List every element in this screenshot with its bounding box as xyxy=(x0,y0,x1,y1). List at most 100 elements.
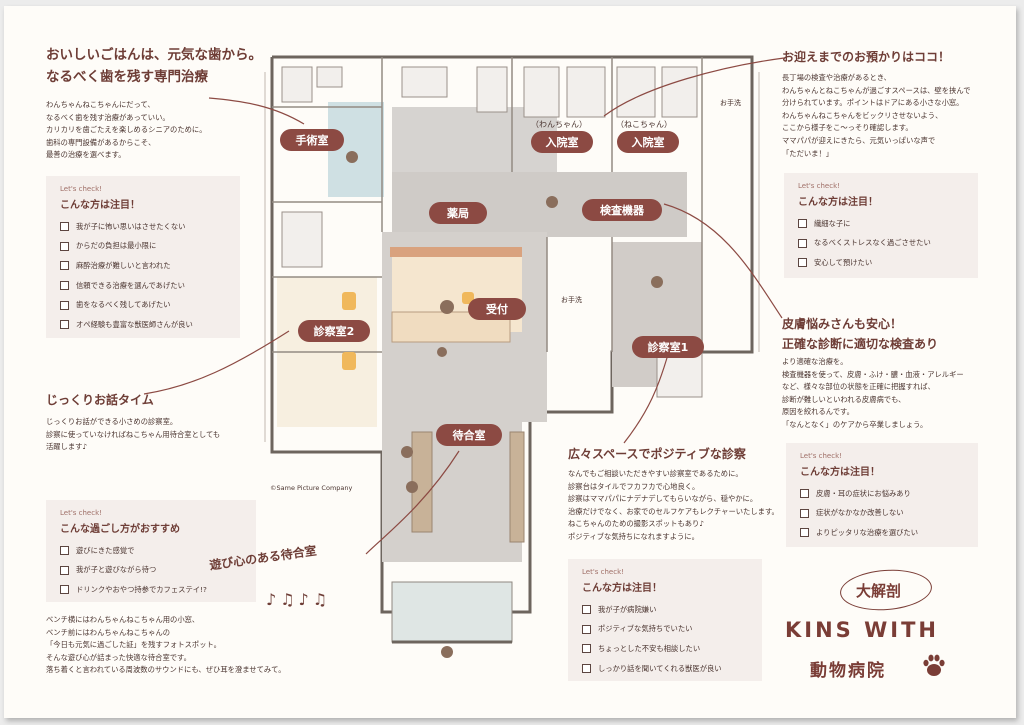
check-item[interactable]: 麻酔治療が難しいと言われた xyxy=(60,256,240,276)
check-caption: Let's check! xyxy=(798,182,840,190)
checkbox-icon[interactable] xyxy=(60,241,69,251)
check-title: こんな方は注目！ xyxy=(798,197,878,208)
check-text: 歯をなるべく残してあげたい xyxy=(76,300,171,310)
check-text: ポジティブな気持ちでいたい xyxy=(598,624,693,634)
consult-body-line: ねこちゃんのための撮影スポットもあり♪ xyxy=(568,519,704,529)
checkbox-icon[interactable] xyxy=(582,624,591,634)
checkbox-icon[interactable] xyxy=(60,300,69,310)
logo-tagline: 大解剖 xyxy=(856,582,902,600)
room-label-restroom-2: お手洗 xyxy=(561,296,582,304)
checkbox-icon[interactable] xyxy=(60,585,69,595)
checkbox-icon[interactable] xyxy=(798,238,807,248)
checkbox-icon[interactable] xyxy=(800,528,809,538)
check-text: ちょっとした不安も相談したい xyxy=(598,643,701,653)
check-text: 安心して預けたい xyxy=(814,257,873,267)
check-box-surgery: Let's check! こんな方は注目！ 我が子に怖い思いはさせたくない から… xyxy=(46,176,240,338)
check-item[interactable]: 繊細な子に xyxy=(798,214,978,234)
check-item[interactable]: 信頼できる治療を選んであげたい xyxy=(60,276,240,296)
surgery-body: わんちゃんねこちゃんにだって、 なるべく歯を残す治療があっていい。 カリカリを歯… xyxy=(46,99,256,162)
check-item[interactable]: 症状がなかなか改善しない xyxy=(800,504,978,524)
checkbox-icon[interactable] xyxy=(800,489,809,499)
arrow-consult1 xyxy=(623,350,670,444)
checkbox-icon[interactable] xyxy=(60,222,69,232)
checkbox-icon[interactable] xyxy=(582,644,591,654)
check-box-waiting: Let's check! こんな過ごし方がおすすめ 遊びにきた感覚で 我が子と遊… xyxy=(46,500,256,602)
skin-headline-2: 正確な診断に適切な検査あり xyxy=(782,337,939,351)
check-item[interactable]: ちょっとした不安も相談したい xyxy=(582,639,762,659)
room-label-ward-cat: 入院室 xyxy=(617,131,679,153)
checkbox-icon[interactable] xyxy=(60,546,69,556)
ward-headline: お迎えまでのお預かりはココ！ xyxy=(782,50,951,64)
check-item[interactable]: 我が子と遊びながら待つ xyxy=(60,561,256,581)
ward-body-line: 長丁場の検査や治療があるとき、 xyxy=(782,73,891,82)
checkbox-icon[interactable] xyxy=(60,261,69,271)
brochure-sheet: 手術室 （わんちゃん） 入院室 （ねこちゃん） 入院室 お手洗 薬局 検査機器 … xyxy=(4,6,1016,718)
skin-body-line: 原因を絞れるんです。 xyxy=(782,407,854,417)
surgery-headline-1: おいしいごはんは、元気な歯から。 xyxy=(46,47,262,63)
checkbox-icon[interactable] xyxy=(582,664,591,674)
check-text: しっかり話を聞いてくれる獣医が良い xyxy=(598,663,722,673)
check-item[interactable]: 我が子に怖い思いはさせたくない xyxy=(60,217,240,237)
surgery-body-line: 歯科の専門設備があるからこそ、 xyxy=(46,137,156,147)
check-item[interactable]: 安心して預けたい xyxy=(798,253,978,273)
checkbox-icon[interactable] xyxy=(60,281,69,291)
check-title: こんな方は注目！ xyxy=(800,467,880,478)
annotation-arrows xyxy=(143,57,785,555)
checkbox-icon[interactable] xyxy=(798,219,807,229)
checkbox-icon[interactable] xyxy=(582,605,591,615)
check-caption: Let's check! xyxy=(800,452,842,460)
surgery-body-line: 最善の治療を選べます。 xyxy=(46,150,126,160)
room-label-lab-equipment: 検査機器 xyxy=(582,199,662,221)
consult-headline: 広々スペースでポジティブな診察 xyxy=(568,447,746,461)
skin-body-line: 「なんとなく」のケアから卒業しましょう。 xyxy=(782,419,928,429)
check-item[interactable]: 皮膚・耳の症状にお悩みあり xyxy=(800,484,978,504)
check-text: 症状がなかなか改善しない xyxy=(816,508,904,518)
check-item[interactable]: しっかり話を聞いてくれる獣医が良い xyxy=(582,659,762,679)
consult2-body-line: 診察に使っていなければねこちゃん用待合室としても xyxy=(46,429,221,439)
check-item[interactable]: オペ経験も豊富な獣医師さんが良い xyxy=(60,315,240,335)
room-label-reception: 受付 xyxy=(468,298,526,320)
logo-name: KINS WITH xyxy=(785,618,939,642)
room-sub-dog: （わんちゃん） xyxy=(531,120,587,129)
room-label-consult-2: 診察室2 xyxy=(298,320,370,342)
floor-plan-drawing xyxy=(264,55,760,658)
check-item[interactable]: ドリンクやおやつ持参でカフェステイ!? xyxy=(60,580,256,600)
paw-icon xyxy=(921,653,947,679)
check-text: 遊びにきた感覚で xyxy=(76,545,135,555)
check-item[interactable]: なるべくストレスなく過ごさせたい xyxy=(798,234,978,254)
check-item[interactable]: からだの負担は最小限に xyxy=(60,237,240,257)
check-caption: Let's check! xyxy=(582,568,624,576)
check-item[interactable]: 歯をなるべく残してあげたい xyxy=(60,295,240,315)
ward-body-line: わんちゃんねこちゃんをビックリさせないよう、 xyxy=(782,110,943,120)
check-title: こんな方は注目！ xyxy=(60,200,140,211)
check-text: ドリンクやおやつ持参でカフェステイ!? xyxy=(76,584,207,594)
surgery-headline-2: なるべく歯を残す専門治療 xyxy=(46,69,208,85)
checkbox-icon[interactable] xyxy=(60,565,69,575)
consult-body-line: 診察はママパパにナデナデしてもらいながら、穏やかに。 xyxy=(568,494,758,504)
check-item[interactable]: 我が子が病院嫌い xyxy=(582,600,762,620)
checkbox-icon[interactable] xyxy=(60,320,69,330)
check-item[interactable]: 遊びにきた感覚で xyxy=(60,541,256,561)
surgery-body-line: なるべく歯を残す治療があっていい。 xyxy=(46,112,170,122)
check-text: よりピッタリな治療を選びたい xyxy=(816,527,919,537)
checkbox-icon[interactable] xyxy=(800,508,809,518)
ward-body-line: ママパパが迎えにきたら、元気いっぱいな声で xyxy=(782,135,936,145)
check-caption: Let's check! xyxy=(60,185,102,193)
ward-body-line: 「ただいま！」 xyxy=(782,148,834,158)
check-text: 我が子と遊びながら待つ xyxy=(76,565,157,575)
room-label-surgery: 手術室 xyxy=(280,129,344,151)
check-item[interactable]: よりピッタリな治療を選びたい xyxy=(800,523,978,543)
check-text: 我が子が病院嫌い xyxy=(598,604,657,614)
check-item[interactable]: ポジティブな気持ちでいたい xyxy=(582,620,762,640)
consult2-headline: じっくりお話タイム xyxy=(46,393,154,407)
check-title: こんな方は注目！ xyxy=(582,583,662,594)
check-text: 我が子に怖い思いはさせたくない xyxy=(76,221,186,231)
check-text: 信頼できる治療を選んであげたい xyxy=(76,280,185,290)
room-label-consult-1: 診察室1 xyxy=(632,336,704,358)
checkbox-icon[interactable] xyxy=(798,258,807,268)
consult-body-line: なんでもご相談いただきやすい診察室であるために。 xyxy=(568,469,743,478)
consult2-body: じっくりお話ができる小さめの診察室。 診察に使っていなければねこちゃん用待合室と… xyxy=(46,416,266,454)
waiting-body-line: そんな遊び心が詰まった快適な待合室です。 xyxy=(46,652,191,662)
consult-body-line: 治療だけでなく、お家でのセルフケアもレクチャーいたします。 xyxy=(568,506,779,516)
surgery-body-line: カリカリを歯ごたえを楽しめるシニアのために。 xyxy=(46,125,207,135)
